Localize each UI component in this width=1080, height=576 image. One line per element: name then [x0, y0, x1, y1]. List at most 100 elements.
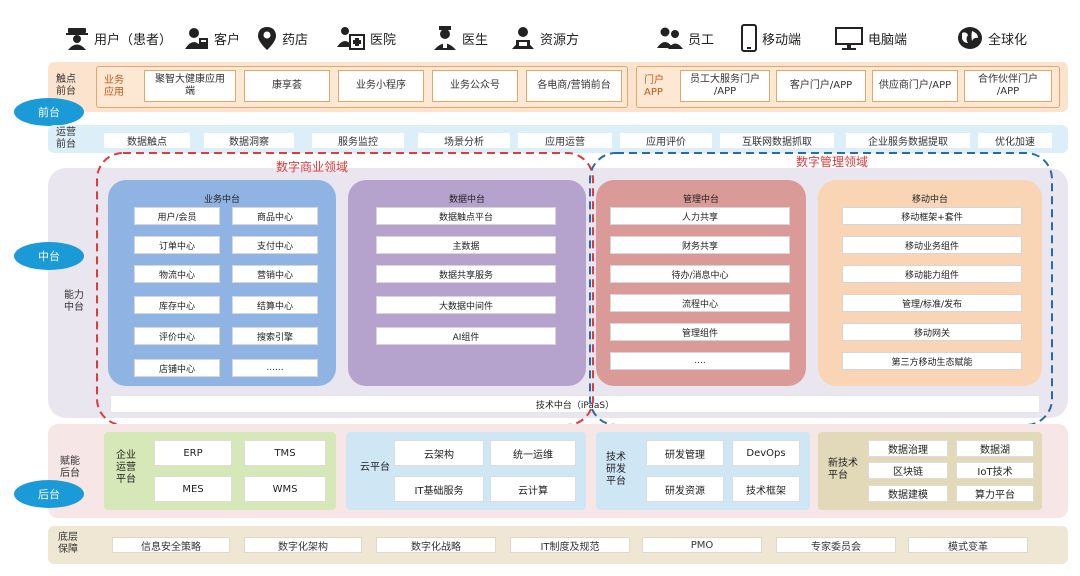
mobile-module: 移动框架+套件	[842, 207, 1022, 225]
resource-provider-icon	[510, 25, 536, 51]
foundation-item: IT制度及规范	[510, 537, 630, 553]
management-module: 流程中心	[610, 294, 790, 312]
operations-item: 互联网数据抓取	[720, 133, 834, 148]
portal-apps-label: 门户 APP	[644, 75, 664, 98]
data-module: 大数据中间件	[376, 296, 556, 314]
enterprise-item: MES	[154, 476, 232, 502]
cloud-item: 统一运维	[490, 440, 576, 466]
portal-app-item: 员工大服务门户 /APP	[680, 70, 770, 102]
enterprise-platform-label: 企业 运营 平台	[116, 450, 136, 485]
rnd-item: 研发管理	[646, 440, 724, 466]
operations-item: 应用评价	[620, 133, 712, 148]
rnd-item: 研发资源	[646, 476, 724, 502]
user-label: 客户	[214, 32, 241, 48]
tech-center-bar: 技术中台（iPaaS）	[110, 395, 1040, 413]
mobile-center-title: 移动中台	[911, 195, 948, 205]
capability-label: 能力 中台	[64, 290, 84, 313]
management-module: 财务共享	[610, 236, 790, 254]
doctor-icon	[432, 25, 458, 51]
user-hospital: 医院	[336, 20, 396, 56]
business-module: 结算中心	[232, 296, 318, 314]
user-desktop: 电脑端	[834, 20, 907, 56]
hospital-icon	[336, 25, 366, 51]
operations-item: 优化加速	[978, 133, 1052, 148]
newtech-item: 数据建模	[868, 485, 948, 502]
mobile-module: 管理/标准/发布	[842, 294, 1022, 312]
employee-icon	[656, 25, 684, 51]
user-patient: 用户（患者）	[64, 20, 172, 56]
client-icon	[184, 25, 210, 51]
operations-label: 运营 前台	[56, 127, 76, 150]
enterprise-item: TMS	[244, 440, 326, 466]
user-label: 药店	[282, 32, 309, 48]
newtech-item: 算力平台	[956, 485, 1034, 502]
mobile-module: 移动网关	[842, 323, 1022, 341]
rnd-item: 技术框架	[732, 476, 800, 502]
desktop-monitor-icon	[834, 25, 864, 51]
foundation-item: 信息安全策略	[112, 537, 230, 553]
business-apps-label: 业务 应用	[104, 75, 124, 98]
business-app-item: 聚智大健康应用 端	[144, 70, 236, 102]
cloud-item: 云架构	[394, 440, 484, 466]
newtech-item: 数据湖	[956, 440, 1034, 457]
user-label: 医生	[462, 32, 489, 48]
newtech-platform-label: 新技术 平台	[828, 458, 858, 481]
operations-item: 场景分析	[418, 133, 510, 148]
user-mobile: 移动端	[740, 20, 801, 56]
management-module: 待办/消息中心	[610, 265, 790, 283]
management-domain-title: 数字管理领域	[796, 155, 869, 169]
mobile-module: 第三方移动生态赋能	[842, 352, 1022, 370]
business-app-item: 业务小程序	[338, 70, 424, 102]
cloud-item: 云计算	[490, 476, 576, 502]
business-module: 评价中心	[134, 327, 220, 345]
mobile-module: 移动业务组件	[842, 236, 1022, 254]
backend-label: 赋能 后台	[60, 456, 80, 479]
customer-patient-icon	[64, 25, 90, 51]
cloud-platform-label: 云平台	[360, 462, 390, 473]
management-module: 人力共享	[610, 207, 790, 225]
business-module: 支付中心	[232, 236, 318, 254]
data-module: 数据共享服务	[376, 265, 556, 283]
rnd-platform-label: 技术 研发 平台	[606, 452, 626, 487]
user-label: 电脑端	[868, 32, 908, 48]
mobile-module: 移动能力组件	[842, 265, 1022, 283]
middle-oval: 中台	[14, 242, 84, 270]
foundation-item: PMO	[642, 537, 762, 553]
portal-app-item: 供应商门户/APP	[872, 70, 958, 102]
foundation-item: 数字化战略	[376, 537, 496, 553]
user-employee: 员工	[656, 20, 714, 56]
business-app-item: 业务公众号	[432, 70, 518, 102]
user-resource: 资源方	[510, 20, 579, 56]
data-module: 主数据	[376, 236, 556, 254]
management-module: ....	[610, 352, 790, 370]
newtech-item: 数据治理	[868, 440, 948, 457]
user-pharmacy: 药店	[256, 20, 308, 56]
business-module: 商品中心	[232, 207, 318, 225]
operations-item: 数据洞察	[204, 133, 294, 148]
newtech-item: 区块链	[868, 462, 948, 479]
user-label: 用户（患者）	[94, 32, 173, 48]
business-module: 搜索引擎	[232, 327, 318, 345]
user-client: 客户	[184, 20, 240, 56]
globe-icon	[956, 25, 984, 51]
newtech-item: IoT技术	[956, 462, 1034, 479]
portal-app-item: 合作伙伴门户 /APP	[964, 70, 1052, 102]
business-module: 物流中心	[134, 265, 220, 283]
operations-item: 应用运营	[518, 133, 612, 148]
business-module: 订单中心	[134, 236, 220, 254]
portal-app-item: 客户门户/APP	[776, 70, 866, 102]
data-module: AI组件	[376, 327, 556, 345]
foundation-item: 模式变革	[908, 537, 1028, 553]
pharmacy-location-icon	[256, 25, 278, 51]
cloud-item: IT基础服务	[394, 476, 484, 502]
operations-item: 企业服务数据提取	[846, 133, 970, 148]
enterprise-item: WMS	[244, 476, 326, 502]
user-global: 全球化	[956, 20, 1027, 56]
business-module: 店铺中心	[134, 359, 220, 377]
business-module: 用户/会员	[134, 207, 220, 225]
user-doctor: 医生	[432, 20, 488, 56]
foundation-item: 数字化架构	[244, 537, 362, 553]
enterprise-item: ERP	[154, 440, 232, 466]
user-label: 医院	[370, 32, 397, 48]
operations-item: 数据触点	[104, 133, 190, 148]
